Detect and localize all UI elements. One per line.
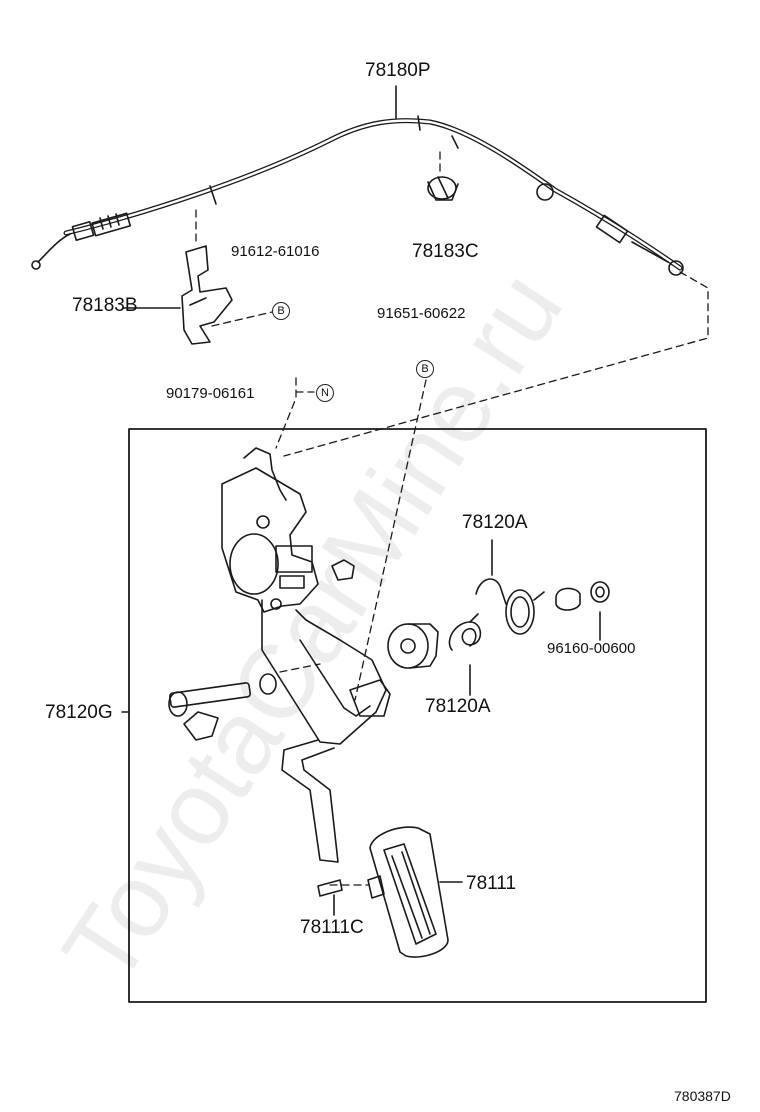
label-78183C[interactable]: 78183C: [412, 241, 479, 262]
accelerator-cable: [31, 115, 684, 276]
pad-clip: [317, 879, 343, 897]
cable-clamp: [427, 176, 459, 201]
badge-n: N: [316, 384, 334, 402]
dashed-connectors: [195, 151, 709, 886]
label-78120A-lower[interactable]: 78120A: [425, 696, 491, 717]
label-91651-60622[interactable]: 91651-60622: [377, 305, 466, 322]
pivot-clip: [183, 711, 219, 741]
label-91612-61016[interactable]: 91612-61016: [231, 243, 320, 260]
lever-boss: [387, 623, 439, 669]
small-nut: [331, 559, 355, 581]
label-78120G[interactable]: 78120G: [45, 702, 113, 723]
bushing-part: [555, 581, 610, 611]
label-78183B[interactable]: 78183B: [72, 295, 138, 316]
badge-b-upper: B: [272, 302, 290, 320]
label-78120A-upper[interactable]: 78120A: [462, 512, 528, 533]
pedal-pad: [367, 826, 449, 958]
cable-bracket: [181, 245, 233, 345]
label-78180P[interactable]: 78180P: [365, 60, 431, 81]
label-90179-06161[interactable]: 90179-06161: [166, 385, 255, 402]
upper-spring: [475, 578, 545, 635]
lower-spring: [448, 613, 482, 651]
pedal-lever: [221, 447, 391, 863]
assembly-frame: [128, 428, 707, 1003]
label-78111C[interactable]: 78111C: [300, 917, 364, 938]
diagram-code: 780387D: [674, 1088, 731, 1104]
badge-b-lower: B: [416, 360, 434, 378]
label-78111[interactable]: 78111: [466, 873, 517, 894]
leader-lines: [121, 85, 601, 916]
label-96160-00600[interactable]: 96160-00600: [547, 640, 636, 657]
pivot-pin: [168, 673, 277, 717]
